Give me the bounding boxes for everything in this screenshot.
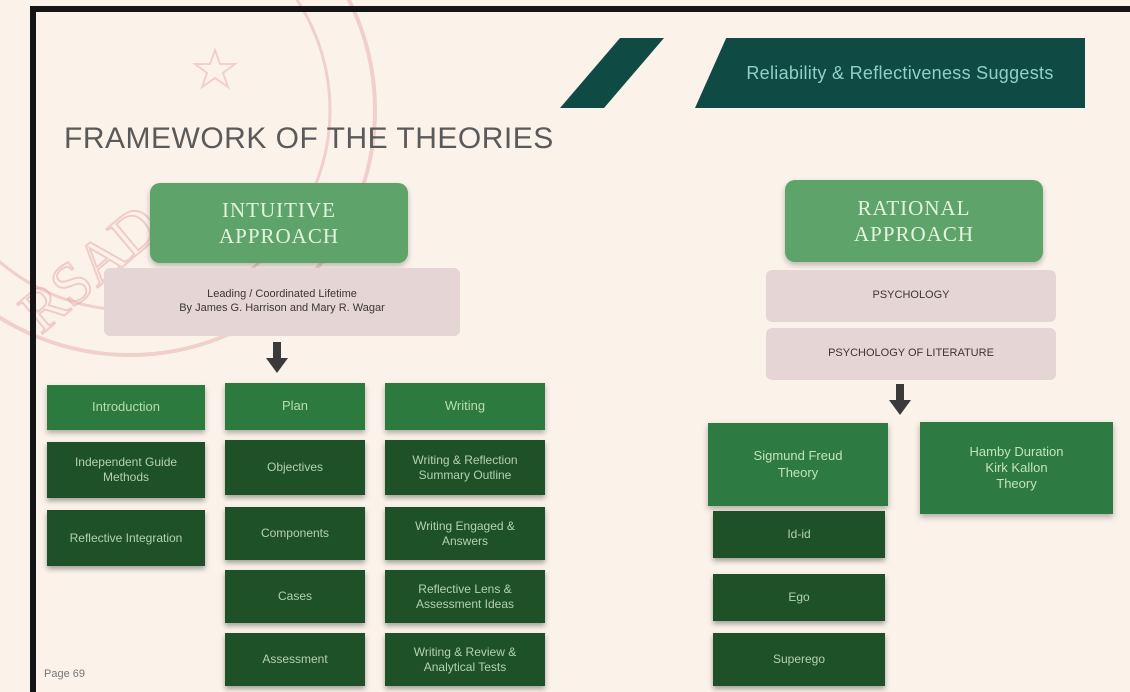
freud-item: Id-id	[713, 511, 885, 558]
column3-item: Writing & Reflection Summary Outline	[385, 440, 545, 495]
column1-item: Reflective Integration	[47, 510, 205, 566]
top-border	[30, 6, 1130, 12]
page-title: FRAMEWORK OF THE THEORIES	[64, 122, 554, 155]
column2-item: Assessment	[225, 633, 365, 686]
page-number: Page 69	[44, 668, 85, 680]
column3-item: Writing & Review & Analytical Tests	[385, 633, 545, 686]
left-border	[30, 6, 36, 692]
column3-item: Reflective Lens & Assessment Ideas	[385, 570, 545, 623]
freud-item: Superego	[713, 633, 885, 686]
column-header-writing: Writing	[385, 383, 545, 430]
column1-item: Independent Guide Methods	[47, 442, 205, 498]
freud-item: Ego	[713, 574, 885, 621]
freud-theory-box: Sigmund Freud Theory	[708, 423, 888, 506]
column-header-introduction: Introduction	[47, 385, 205, 430]
decor-stripes	[560, 38, 664, 108]
psychology-box: PSYCHOLOGY	[766, 270, 1056, 322]
column2-item: Cases	[225, 570, 365, 623]
left-source-box: Leading / Coordinated Lifetime By James …	[104, 268, 460, 336]
rational-approach-box: RATIONAL APPROACH	[785, 180, 1043, 262]
intuitive-approach-box: INTUITIVE APPROACH	[150, 183, 408, 263]
header-badge: Reliability & Reflectiveness Suggests	[695, 38, 1085, 108]
column2-item: Objectives	[225, 440, 365, 495]
psychology-of-literature-box: PSYCHOLOGY OF LITERATURE	[766, 328, 1056, 380]
down-arrow-icon	[889, 384, 911, 415]
other-theory-box: Hamby Duration Kirk Kallon Theory	[920, 422, 1113, 514]
column-header-plan: Plan	[225, 383, 365, 430]
column2-item: Components	[225, 507, 365, 560]
down-arrow-icon	[266, 342, 288, 373]
column3-item: Writing Engaged & Answers	[385, 507, 545, 560]
